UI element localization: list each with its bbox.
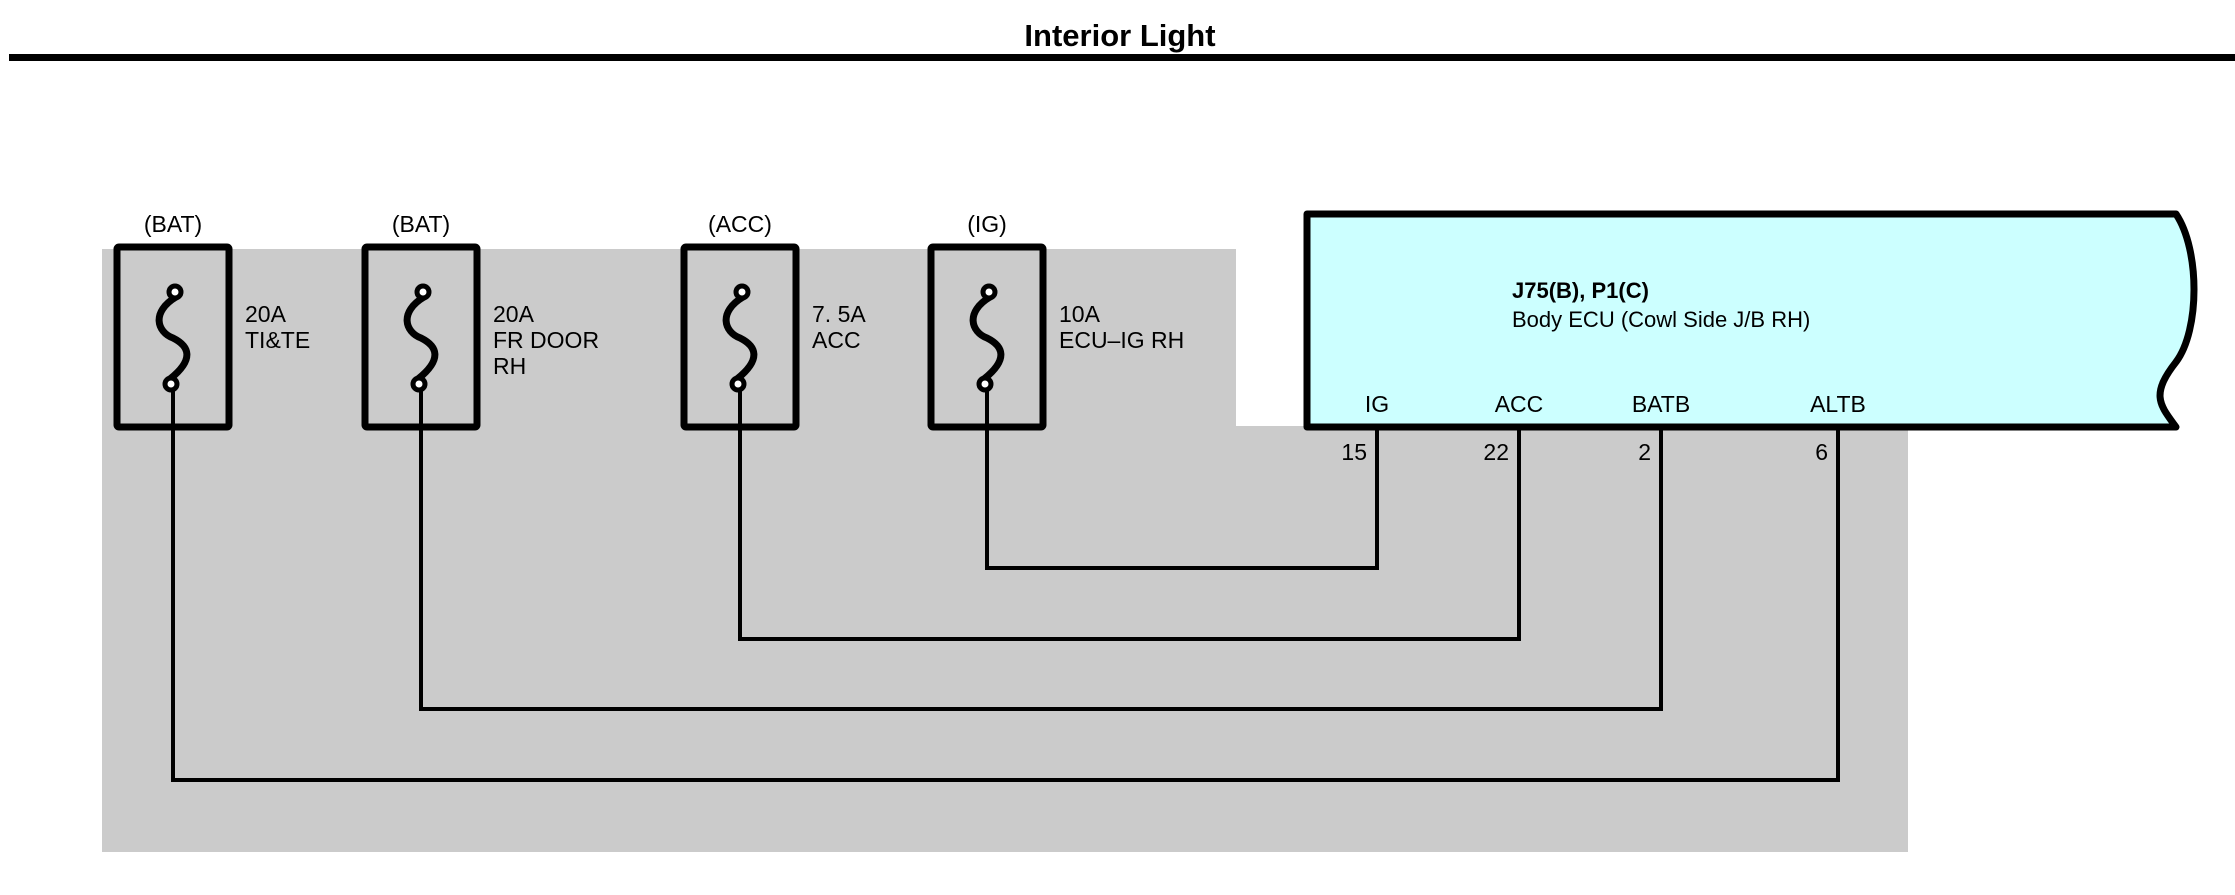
ecu-name: Body ECU (Cowl Side J/B RH) [1512,307,1810,332]
pin-name: IG [1365,391,1389,417]
ecu-pins: IG 15 ACC 22 BATB 2 ALTB 6 [1341,391,1866,465]
fuse-source-label: (BAT) [144,211,202,237]
pin-number: 6 [1815,439,1828,465]
fuse-box [113,243,233,431]
fuse-box [927,243,1047,431]
pin-number: 22 [1483,439,1509,465]
pin-name: ACC [1495,391,1544,417]
fuse-icon [403,283,439,393]
body-ecu-box [1303,210,2198,431]
title-rule [9,54,2235,61]
pin-name: BATB [1632,391,1690,417]
fuse-icon [155,283,191,393]
ecu-pin-batb: BATB 2 [1632,391,1690,465]
ecu-pin-ig: IG 15 [1341,391,1389,465]
ecu-pin-acc: ACC 22 [1483,391,1543,465]
wire-f4-to-ig [985,390,1379,570]
ecu-connector-ids: J75(B), P1(C) [1512,278,1649,303]
wire-f3-to-acc [738,390,1521,641]
junction-block-area [102,249,1908,852]
wires [171,390,1840,782]
fuse-box [361,243,481,431]
fuse-icon [969,283,1005,393]
pin-name: ALTB [1810,391,1866,417]
page-title: Interior Light [1024,18,1215,53]
ecu-pin-altb: ALTB 6 [1810,391,1866,465]
fuse-name: TI&TE [245,327,310,353]
fuse-box [680,243,800,431]
wire-f2-to-batb [419,390,1663,711]
fuse-name: FR DOOR [493,327,599,353]
fuse-source-label: (BAT) [392,211,450,237]
fuse-name: RH [493,353,526,379]
fuse-rating: 20A [245,301,287,327]
fuse-source-label: (ACC) [708,211,772,237]
fuse-rating: 7. 5A [812,301,866,327]
fuse-rating: 10A [1059,301,1101,327]
wire-f1-to-altb [171,390,1840,782]
pin-number: 15 [1341,439,1367,465]
pin-number: 2 [1638,439,1651,465]
fuse-name: ECU–IG RH [1059,327,1184,353]
fuse-source-label: (IG) [967,211,1007,237]
fuse-rating: 20A [493,301,535,327]
fuse-icon [722,283,758,393]
fuse-name: ACC [812,327,861,353]
